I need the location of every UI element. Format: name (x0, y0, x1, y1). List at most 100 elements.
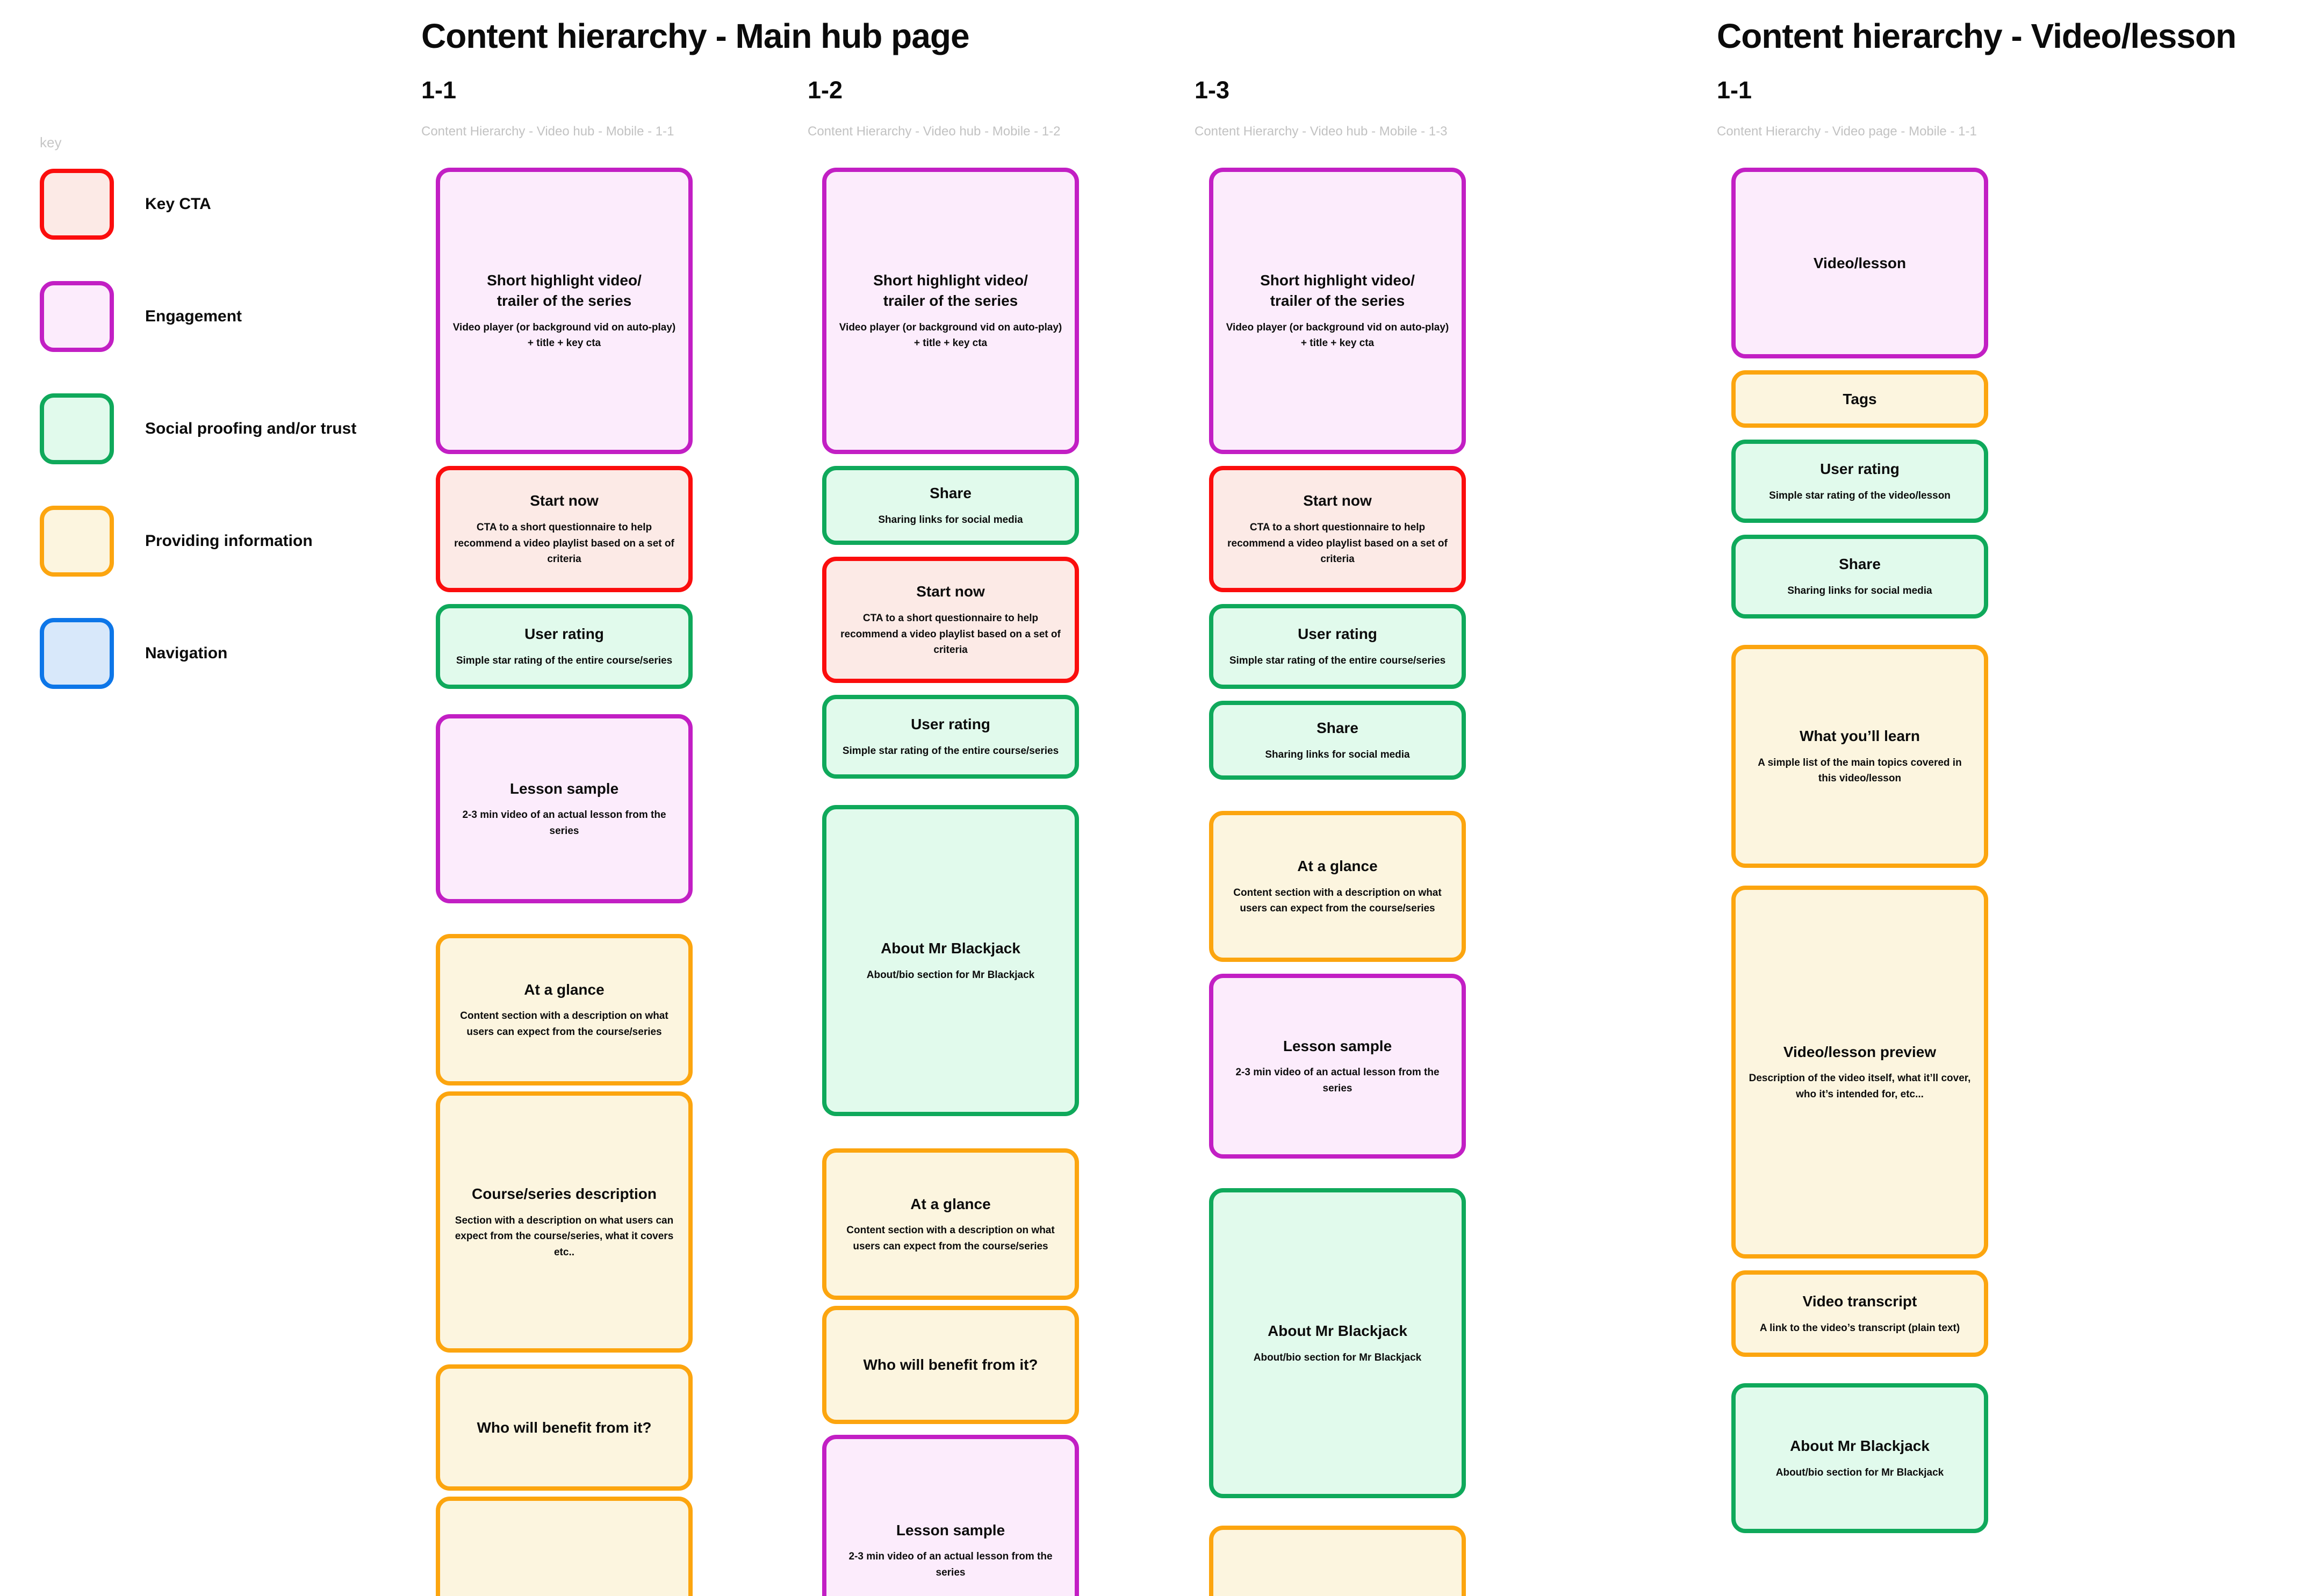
box-subtitle: 2-3 min video of an actual lesson from t… (462, 809, 666, 837)
box-title: Course/series description (472, 1185, 657, 1202)
key-item-providing-information: Providing information (40, 506, 394, 577)
key-item-label: Social proofing and/or trust (145, 420, 357, 437)
frame-boxes: Short highlight video/ trailer of the se… (822, 168, 1079, 1596)
box-title: Share (1317, 719, 1358, 736)
box-subtitle: A link to the video’s transcript (plain … (1759, 1322, 1960, 1334)
box-who-will-benefit-from-it[interactable]: Who will benefit from it? (822, 1306, 1079, 1424)
box-subtitle: Description of the video itself, what it… (1749, 1073, 1971, 1100)
frame-label[interactable]: Content Hierarchy - Video page - Mobile … (1717, 124, 1977, 139)
box-title: Short highlight video/ trailer of the se… (873, 272, 1028, 310)
key-item-label: Navigation (145, 644, 228, 662)
box-subtitle: Content section with a description on wh… (460, 1010, 668, 1038)
section-title-content-hierarchy-video-lesson: Content hierarchy - Video/lesson (1717, 17, 2236, 55)
box-subtitle: Content section with a description on wh… (846, 1225, 1055, 1252)
box-short-highlight-video-trailer-of-the-series[interactable]: Short highlight video/ trailer of the se… (822, 168, 1079, 454)
column-heading: 1-2 (808, 76, 843, 104)
frame-label[interactable]: Content Hierarchy - Video hub - Mobile -… (421, 124, 674, 139)
box-subtitle: Video player (or background vid on auto-… (839, 321, 1062, 349)
frame-boxes: Short highlight video/ trailer of the se… (1209, 168, 1466, 1596)
box-subtitle: About/bio section for Mr Blackjack (1253, 1351, 1422, 1363)
box-title: Start now (916, 583, 985, 600)
box-subtitle: CTA to a short questionnaire to help rec… (840, 613, 1061, 656)
box-title: User rating (911, 716, 990, 733)
box-title: Lesson sample (1283, 1037, 1392, 1054)
navigation-swatch (40, 618, 114, 689)
providing-information-swatch (40, 506, 114, 577)
box-what-you-ll-learn[interactable]: What you’ll learn (436, 1497, 693, 1596)
column-heading: 1-3 (1195, 76, 1230, 104)
box-title: Start now (530, 492, 599, 509)
box-subtitle: 2-3 min video of an actual lesson from t… (848, 1551, 1053, 1578)
box-lesson-sample[interactable]: Lesson sample 2-3 min video of an actual … (436, 714, 693, 903)
frame-label[interactable]: Content Hierarchy - Video hub - Mobile -… (1195, 124, 1448, 139)
box-short-highlight-video-trailer-of-the-series[interactable]: Short highlight video/ trailer of the se… (436, 168, 693, 454)
box-subtitle: About/bio section for Mr Blackjack (1775, 1466, 1944, 1478)
box-what-you-ll-learn[interactable]: What you’ll learn A simple list of the ma… (1731, 645, 1988, 868)
box-tags[interactable]: Tags (1731, 370, 1988, 428)
box-title: At a glance (910, 1195, 991, 1212)
box-title: Short highlight video/ trailer of the se… (487, 272, 642, 310)
box-subtitle: Simple star rating of the entire course/… (1229, 655, 1446, 667)
column-heading: 1-1 (1717, 76, 1752, 104)
section-title-content-hierarchy-main-hub-page: Content hierarchy - Main hub page (421, 17, 970, 55)
key-item-key-cta: Key CTA (40, 169, 394, 240)
social-proofing-swatch (40, 393, 114, 464)
box-untitled[interactable] (1209, 1526, 1466, 1596)
box-subtitle: About/bio section for Mr Blackjack (866, 969, 1035, 981)
box-title: At a glance (524, 981, 605, 998)
box-subtitle: Sharing links for social media (1265, 749, 1410, 760)
key-item-engagement: Engagement (40, 281, 394, 352)
box-short-highlight-video-trailer-of-the-series[interactable]: Short highlight video/ trailer of the se… (1209, 168, 1466, 454)
box-lesson-sample[interactable]: Lesson sample 2-3 min video of an actual … (1209, 974, 1466, 1159)
box-title: Who will benefit from it? (477, 1419, 652, 1436)
box-subtitle: CTA to a short questionnaire to help rec… (1227, 522, 1448, 565)
box-title: What you’ll learn (504, 1594, 624, 1596)
box-title: What you’ll learn (1799, 728, 1920, 745)
box-subtitle: Simple star rating of the video/lesson (1769, 490, 1951, 501)
box-subtitle: Sharing links for social media (1787, 585, 1932, 597)
box-title: Who will benefit from it? (863, 1356, 1038, 1374)
box-video-lesson[interactable]: Video/lesson (1731, 168, 1988, 358)
key-item-label: Engagement (145, 307, 242, 325)
box-title: Lesson sample (509, 780, 619, 797)
key-item-label: Providing information (145, 532, 313, 550)
box-title: Video/lesson preview (1783, 1043, 1937, 1060)
box-title: About Mr Blackjack (881, 939, 1020, 957)
box-title: Video/lesson (1813, 254, 1907, 271)
key-item-navigation: Navigation (40, 618, 394, 689)
box-subtitle: 2-3 min video of an actual lesson from t… (1235, 1067, 1440, 1094)
box-subtitle: Sharing links for social media (878, 514, 1023, 526)
box-subtitle: Simple star rating of the entire course/… (456, 655, 673, 667)
box-title: At a glance (1297, 858, 1378, 875)
box-subtitle: A simple list of the main topics covered… (1758, 757, 1962, 785)
box-title: Short highlight video/ trailer of the se… (1260, 272, 1415, 310)
frame-label[interactable]: Content Hierarchy - Video hub - Mobile -… (808, 124, 1061, 139)
box-title: User rating (1820, 460, 1900, 477)
box-who-will-benefit-from-it[interactable]: Who will benefit from it? (436, 1364, 693, 1491)
